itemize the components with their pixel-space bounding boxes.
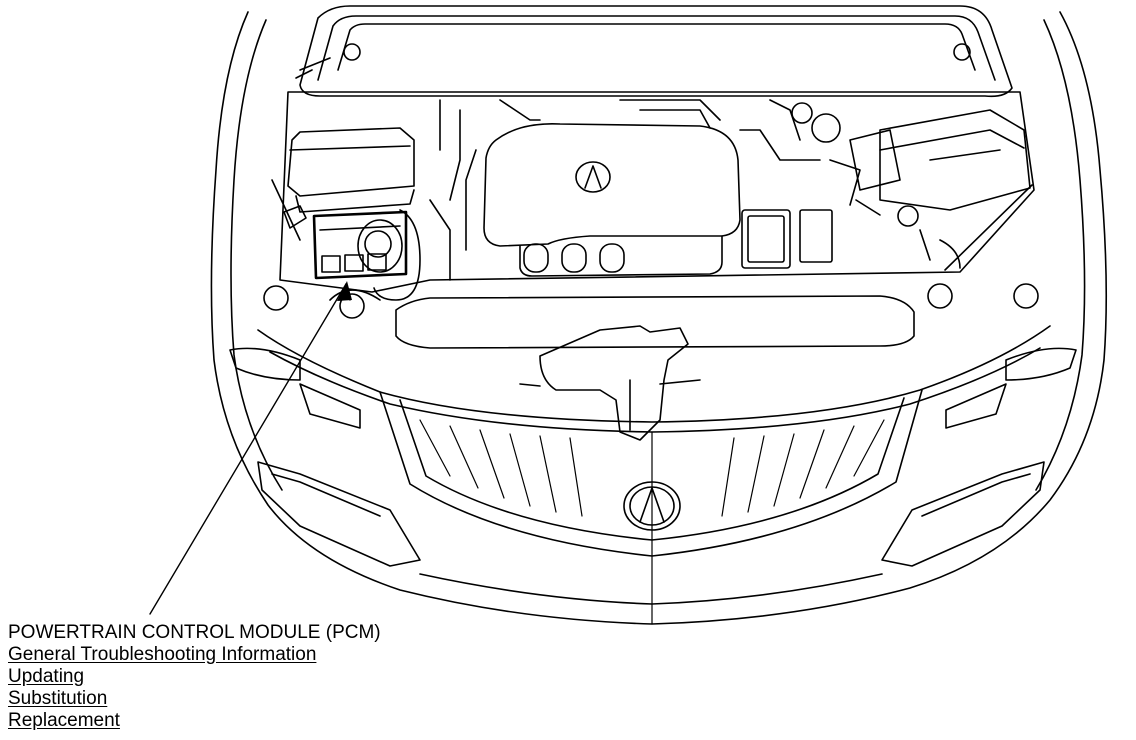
hood-latch	[520, 326, 700, 440]
link-replacement[interactable]: Replacement	[8, 710, 120, 731]
headlight-right	[946, 348, 1076, 428]
engine-bay-opening	[272, 92, 1034, 292]
headlight-left	[230, 348, 360, 428]
front-bumper	[258, 326, 1050, 556]
engine-components	[374, 100, 960, 300]
pcm-unit	[314, 212, 406, 278]
acura-logo-icon	[624, 482, 680, 530]
link-general-troubleshooting[interactable]: General Troubleshooting Information	[8, 644, 317, 665]
engine-cover	[440, 100, 740, 276]
body-outline	[211, 12, 1106, 624]
hood-panel	[296, 6, 1012, 96]
underhood-fuse-box	[284, 128, 414, 228]
link-updating[interactable]: Updating	[8, 666, 85, 687]
leader-arrowhead	[337, 281, 352, 301]
link-substitution[interactable]: Substitution	[8, 688, 108, 709]
air-box	[850, 110, 1030, 210]
component-title: POWERTRAIN CONTROL MODULE (PCM)	[8, 622, 381, 643]
radiator-support	[264, 284, 1038, 348]
lower-intakes	[258, 462, 1044, 604]
front-grille	[420, 420, 884, 624]
acura-logo-icon	[576, 162, 610, 192]
pcm-leader-line	[150, 284, 350, 614]
component-callout: POWERTRAIN CONTROL MODULE (PCM) General …	[8, 622, 381, 732]
